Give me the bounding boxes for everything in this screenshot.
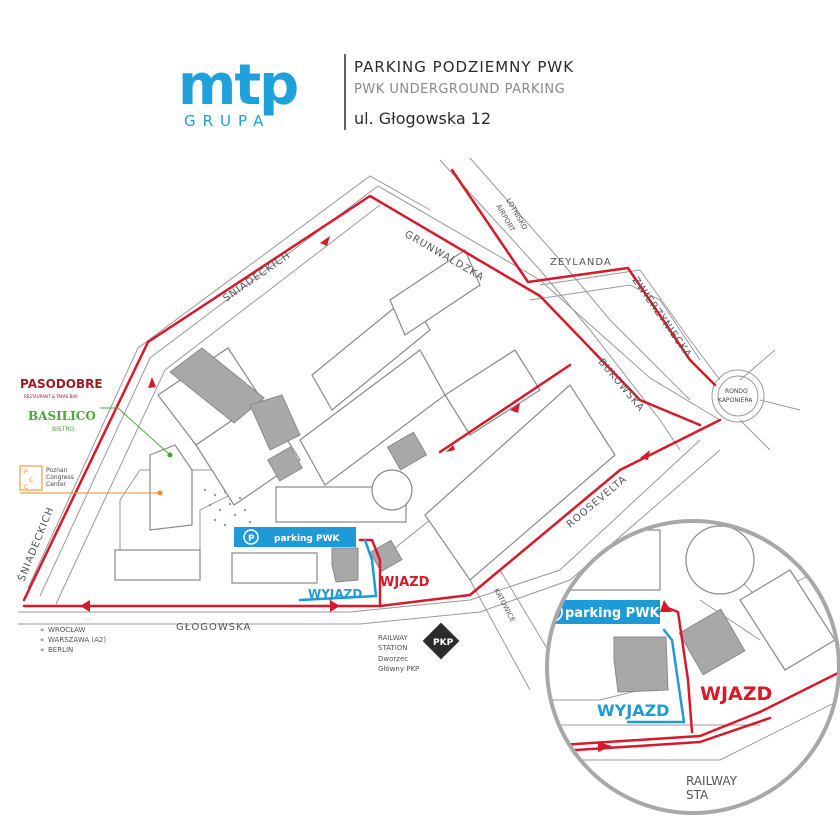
address: ul. Głogowska 12 [354,109,491,128]
direction-list: « WROCŁAW « WARSZAWA (A2) « BERLIN [40,626,106,654]
street-zwierzyniecka: ZWIERZYNIECKA [630,275,694,360]
direction-arrow-icon: « [40,626,44,634]
parking-pwk-sign: P parking PWK [234,527,356,547]
inset-railway-1: RAILWAY [686,774,738,788]
rondo-label-2: KAPONIERA [718,397,753,404]
buildings [114,249,616,584]
direction-warszawa: WARSZAWA (A2) [48,636,106,644]
page-subtitle: PWK UNDERGROUND PARKING [354,82,565,97]
poi-basilico: BASILICO BISTRO [28,407,173,458]
page-title: PARKING PODZIEMNY PWK [354,58,574,76]
rondo-label-1: RONDO [725,388,748,395]
pasodobre-title: PASODOBRE [20,377,103,391]
street-sniadeckich-top: ŚNIADECKICH [220,248,293,304]
pcc-icon-p: P [24,469,28,476]
basilico-pointer [100,407,171,456]
direction-arrow-icon: « [40,636,44,644]
street-zeylanda: ZEYLANDA [550,257,612,268]
mtp-logo: mtp GRUPA [178,53,299,130]
round-building [371,469,413,511]
poi-pasodobre: PASODOBRE RESTAURANT & TAPAS BAR [20,377,103,399]
inset-exit-label: WYJAZD [597,701,669,720]
railway-line2: STATION [378,644,408,652]
street-bukowska: BUKOWSKA [596,357,647,414]
pcc-logo-icon [19,465,43,491]
inset-parking-label: parking PWK [565,606,661,621]
pcc-dot-area [203,488,252,527]
pkp-badge [422,622,460,660]
direction-arrow-icon: « [40,646,44,654]
basilico-sub: BISTRO [52,426,75,433]
pcc-icon-c: C [29,477,33,484]
pasodobre-sub: RESTAURANT & TAPAS BAR [24,394,78,399]
pkp-badge-label: PKP [433,638,454,648]
inset-entry-label: WJAZD [700,683,772,705]
inset-zoom: parking PWK WJAZD WYJAZD RAILWAY STA [545,519,840,815]
railway-line3: Dworzec [378,655,408,663]
pcc-label-2: Congress [46,474,74,481]
poi-pcc: P C C Poznan Congress Center [19,465,163,496]
rondo-kaponiera-circle [711,369,765,423]
pcc-label-1: Poznan [46,467,68,474]
basilico-title: BASILICO [28,409,96,423]
pcc-icon-c2: C [24,484,28,491]
direction-berlin: BERLIN [48,646,73,654]
street-glogowska: GŁOGOWSKA [176,622,251,633]
rondo-kaponiera-inner [717,375,759,417]
parking-label: parking PWK [274,534,341,544]
inset-border [545,519,840,815]
direction-wroclaw: WROCŁAW [48,626,86,634]
logo-grupa: GRUPA [184,112,270,130]
street-katowice: KATOWICE [492,587,516,623]
logo-mtp: mtp [178,53,297,118]
railway-station: RAILWAY STATION Dworzec Główny PKP PKP [378,622,460,673]
exit-label: WYJAZD [308,587,362,601]
parking-p-letter: P [248,534,255,544]
inset-railway-2: STA [686,788,709,802]
railway-line4: Główny PKP [378,665,419,673]
parking-p-icon [243,529,259,545]
entry-label: WJAZD [380,575,430,590]
railway-line1: RAILWAY [378,634,408,642]
pcc-label-3: Center [46,481,67,488]
road-network [18,157,801,691]
access-routes [22,168,722,612]
